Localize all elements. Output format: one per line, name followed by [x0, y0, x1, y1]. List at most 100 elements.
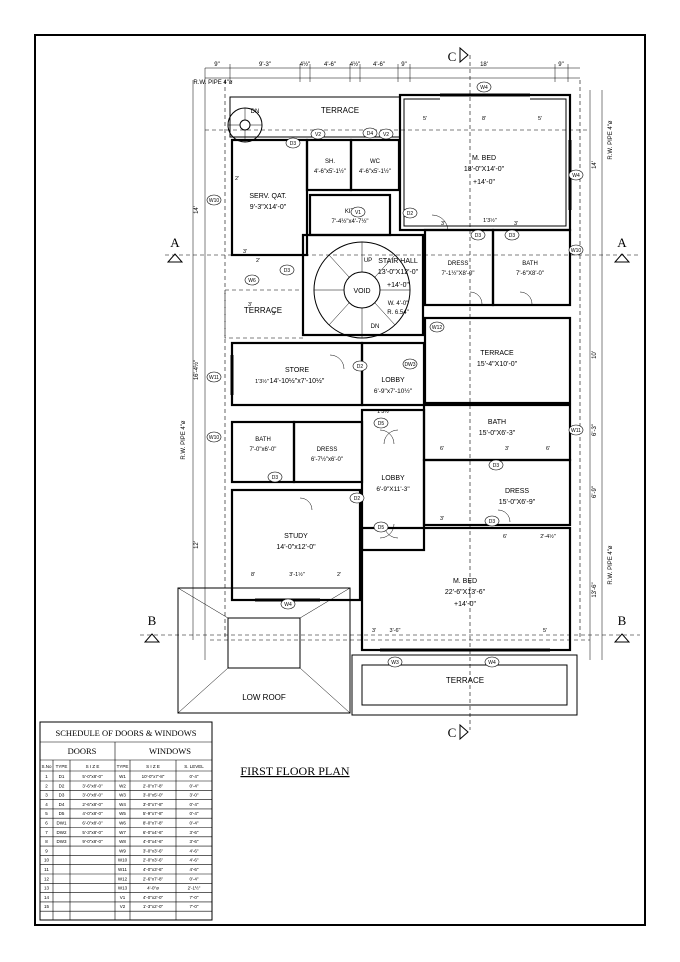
section-c-top: C	[448, 49, 457, 64]
small-dim-24: 5'	[543, 628, 547, 634]
schedule-cell-8-5: 4'-6"	[190, 848, 199, 853]
schedule-cell-1-3: W2	[119, 783, 126, 788]
top-dim-6: 9"	[401, 62, 406, 68]
tag-w10-left: W10	[209, 198, 220, 204]
stair-riser: R. 6.54"	[387, 310, 408, 316]
small-dim-0: 5'	[423, 116, 427, 122]
schedule-cell-5-0: 6	[45, 821, 48, 826]
tag-w6-study: W4	[284, 602, 292, 608]
small-dim-22: 3'	[372, 628, 376, 634]
schedule-cell-5-4: 8'-0"x7'-8"	[143, 821, 164, 826]
rw-pipe-left-mid: R.W. PIPE 4"ø	[181, 420, 187, 459]
serv-qat-size: 9'-3"X14'-0"	[250, 204, 287, 211]
schedule-cell-0-2: 5'-0"x8'-0"	[82, 774, 103, 779]
schedule-cell-5-1: DW1	[57, 821, 67, 826]
tag-dw3-circle	[402, 358, 418, 370]
schedule-cell-11-5: 0'-4"	[190, 876, 199, 881]
tag-w11-left: W11	[209, 375, 219, 381]
tag-d5-lower-circle	[373, 521, 389, 533]
top-dim-2: 4½"	[300, 61, 310, 68]
schedule-cell-1-1: D2	[59, 783, 65, 788]
schedule-cell-4-2: 4'-0"x8'-0"	[82, 811, 103, 816]
bath-1-size: 7'-6"X8'-0"	[516, 271, 544, 277]
tag-d3-sh-circle	[285, 137, 301, 149]
schedule-cell-8-0: 9	[45, 848, 48, 853]
tag-v1: V1	[355, 210, 361, 216]
kit-size: 7'-4½"x4'-7½"	[332, 218, 369, 225]
schedule-cell-0-4: 10'-0"x7'-8"	[142, 774, 165, 779]
bath-1-name: BATH	[522, 261, 538, 267]
schedule-cell-8-3: W9	[119, 848, 126, 853]
small-dim-3: 3'	[441, 221, 445, 227]
m-bed-1-level: +14'-0"	[473, 179, 495, 186]
lobby-2-name: LOBBY	[381, 475, 405, 482]
stair-hall-level: +14'-0"	[387, 282, 409, 289]
left-dim-0: 14'	[194, 206, 200, 214]
sh-name: SH.	[325, 159, 335, 165]
schedule-cell-0-1: D1	[59, 774, 65, 779]
schedule-cell-13-5: 7'-0"	[190, 895, 199, 900]
schedule-cell-4-5: 0'-4"	[190, 811, 199, 816]
tag-d3-sh: D3	[290, 141, 297, 147]
tag-w10-right-circle	[568, 244, 584, 256]
schedule-cell-12-4: 4'-0"ø	[147, 886, 159, 891]
serv-qat-name: SERV. QAT.	[249, 193, 286, 200]
schedule-cell-14-3: V2	[120, 904, 126, 909]
schedule-cell-5-5: 0'-4"	[190, 821, 199, 826]
tag-w10-mid-circle	[206, 431, 222, 443]
windows	[230, 93, 572, 652]
small-dim-1: 8'	[482, 116, 486, 122]
schedule-cell-11-0: 12	[44, 876, 50, 881]
schedule-cell-6-1: DW2	[57, 830, 67, 835]
tag-v2-sh: V2	[315, 132, 321, 138]
tag-w10-left-circle	[206, 194, 222, 206]
tag-d2-kit: D2	[407, 211, 414, 217]
tag-w6-bottom-circle	[484, 656, 500, 668]
small-dim-23: 3'-6"	[390, 628, 401, 634]
dress-1-size: 7'-1½"X8'-0"	[442, 270, 475, 277]
schedule-cell-13-4: 4'-0"x2'-0"	[143, 895, 164, 900]
spiral-stair	[227, 107, 411, 339]
dress-3-name: DRESS	[505, 488, 529, 495]
section-a-right: A	[617, 235, 627, 250]
schedule-cell-14-4: 1'-3"x2'-0"	[143, 904, 164, 909]
small-dim-11: 1'3½"	[255, 378, 269, 385]
small-dim-9: 3'	[248, 302, 252, 308]
stair-width: W. 4'-0"	[388, 301, 409, 307]
schedule-cell-0-3: W1	[119, 774, 126, 779]
tag-d3-dress3: D3	[493, 463, 500, 469]
schedule-cell-8-4: 3'-0"x3'-6"	[143, 848, 164, 853]
stair-up-label: UP	[364, 258, 372, 264]
m-bed-1-name: M. BED	[472, 155, 496, 162]
tag-d3-mbed2-circle	[484, 515, 500, 527]
schedule-cell-1-0: 2	[45, 783, 48, 788]
tag-w6-right-circle	[568, 169, 584, 181]
section-b-right: B	[618, 613, 627, 628]
schedule-title: SCHEDULE OF DOORS & WINDOWS	[55, 728, 196, 738]
schedule-cell-1-4: 2'-0"x7'-8"	[143, 783, 164, 788]
tag-d3-bath2-circle	[267, 471, 283, 483]
top-dim-5: 4'-6"	[373, 62, 385, 68]
tag-d2-kit-circle	[402, 207, 418, 219]
tag-v2-sh-circle	[310, 128, 326, 140]
schedule-cell-9-0: 10	[44, 858, 50, 863]
tag-dw3: DW3	[404, 362, 415, 368]
tag-w11-right: W11	[571, 428, 581, 434]
m-bed-2-name: M. BED	[453, 578, 477, 585]
schedule-cell-13-0: 14	[44, 895, 50, 900]
dress-2-name: DRESS	[317, 447, 338, 453]
tag-w3: W3	[391, 660, 399, 666]
schedule-cell-10-4: 4'-0"x3'-6"	[143, 867, 164, 872]
stair-dn-label: DN	[371, 324, 380, 330]
tag-d4-wc: D4	[367, 131, 374, 137]
right-dim-4: 13'-6"	[592, 582, 598, 597]
bath-3-name: BATH	[488, 419, 506, 426]
tag-d3-serv-circle	[279, 264, 295, 276]
wc-name: WC	[370, 159, 381, 165]
walls	[177, 93, 578, 716]
store-name: STORE	[285, 367, 309, 374]
schedule-col-5: S. LEVEL	[184, 764, 204, 769]
top-dim-1: 9'-3"	[259, 62, 271, 68]
schedule-cell-6-0: 7	[45, 830, 48, 835]
